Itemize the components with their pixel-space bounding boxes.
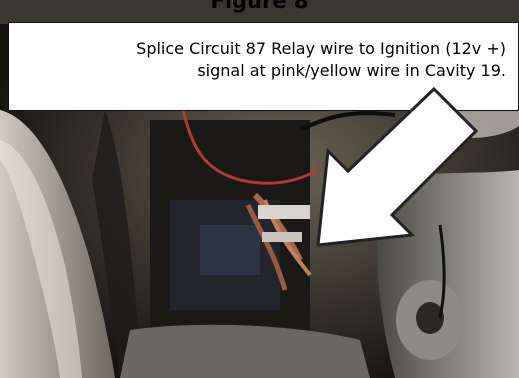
callout-line-1: Splice Circuit 87 Relay wire to Ignition… (136, 39, 506, 58)
figure-title: Figure 8 (210, 0, 309, 13)
callout-line-2: signal at pink/yellow wire in Cavity 19. (197, 61, 506, 80)
callout-box: Splice Circuit 87 Relay wire to Ignition… (8, 22, 519, 111)
